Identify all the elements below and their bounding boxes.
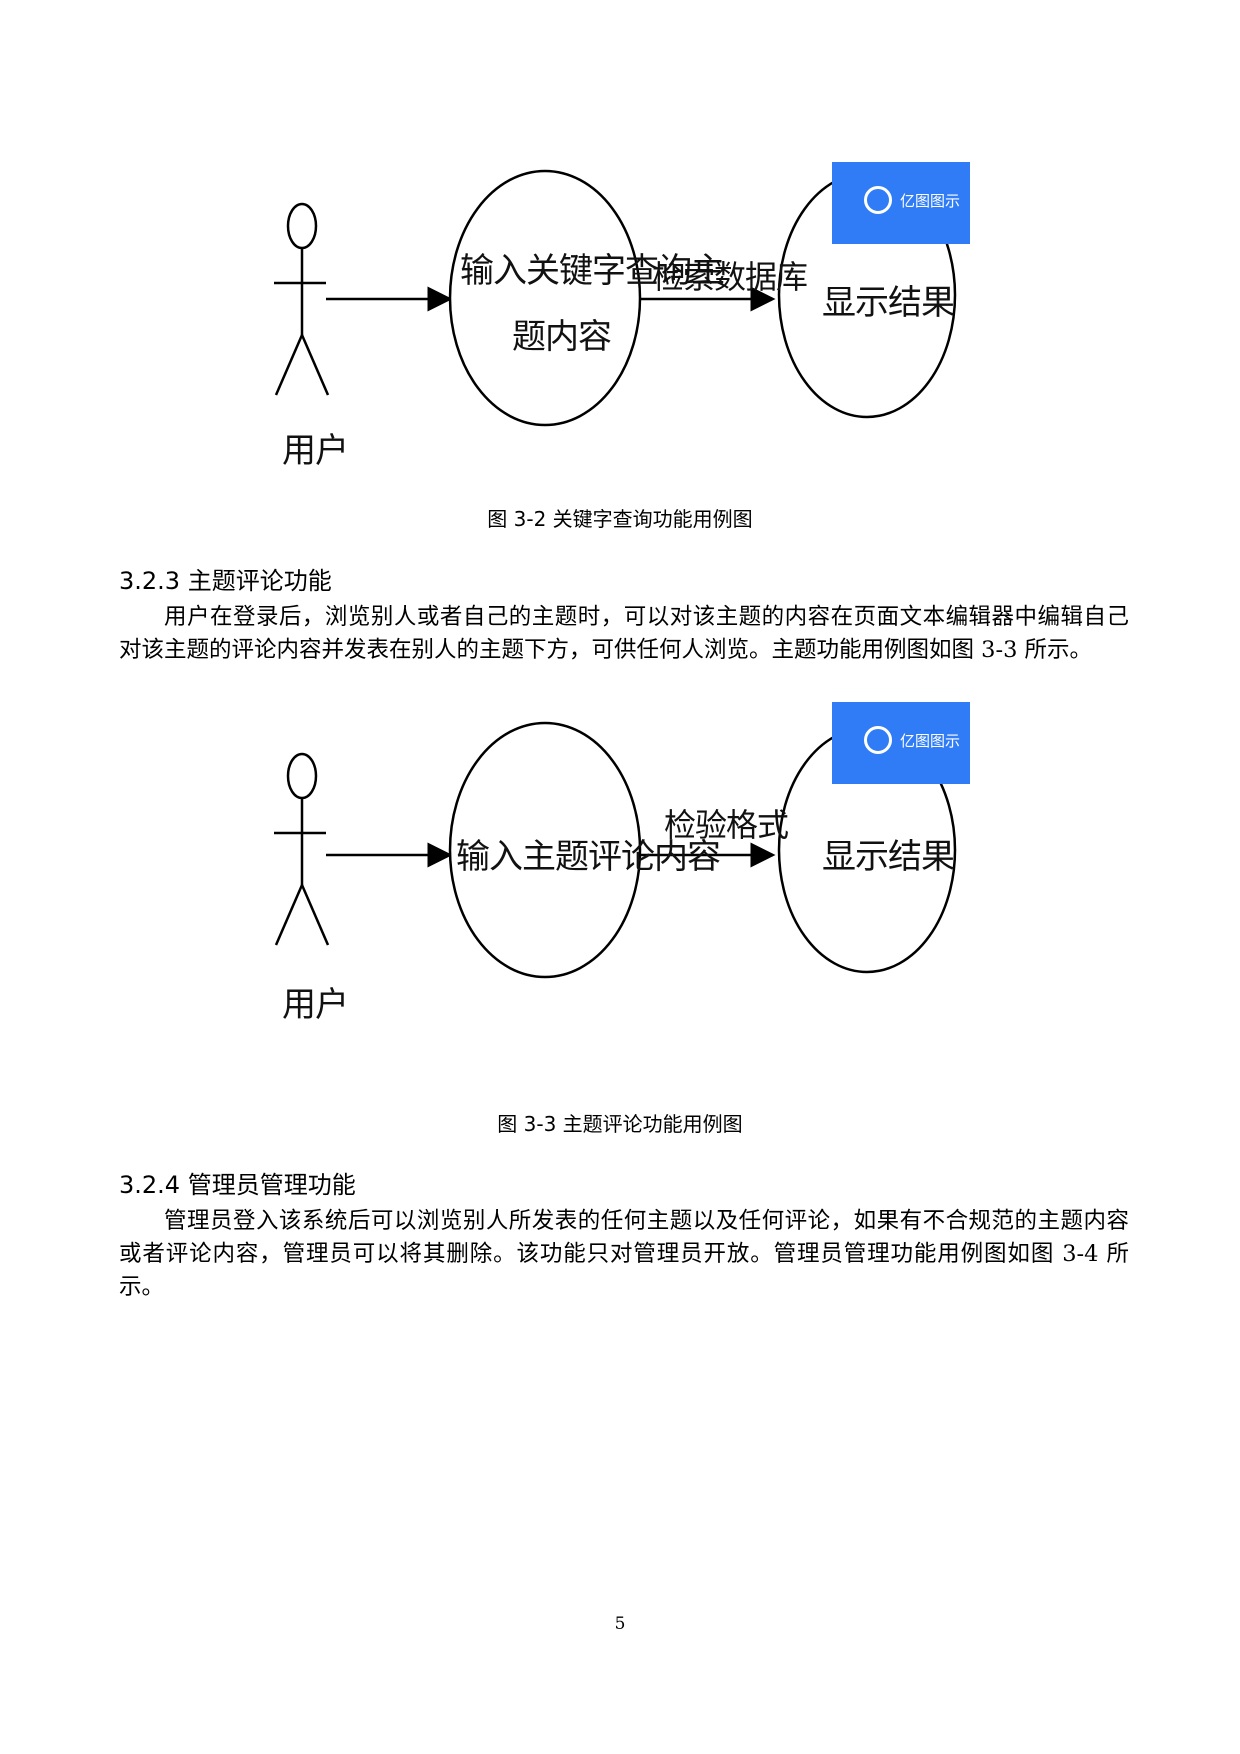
actor-figure-icon xyxy=(274,202,330,396)
page-number: 5 xyxy=(614,1614,626,1634)
figure-3-3-caption: 图 3-3 主题评论功能用例图 xyxy=(497,1112,743,1136)
watermark-badge: 亿图图示 xyxy=(832,702,970,784)
watermark-logo-icon xyxy=(864,726,892,754)
section-heading-323: 3.2.3 主题评论功能 xyxy=(119,567,332,595)
watermark-logo-icon xyxy=(864,186,892,214)
figure-3-3-svg xyxy=(274,721,957,979)
section-heading-324: 3.2.4 管理员管理功能 xyxy=(119,1171,356,1199)
result-label: 显示结果 xyxy=(822,283,955,323)
figure-3-2-diagram: 输入关键字查询主 题内容 检索数据库 显示结果 用户 亿图图示 xyxy=(260,160,980,490)
result-label: 显示结果 xyxy=(822,837,955,877)
watermark-badge: 亿图图示 xyxy=(832,162,970,244)
usecase-circle xyxy=(448,721,642,979)
section-paragraph-324: 管理员登入该系统后可以浏览别人所发表的任何主题以及任何评论，如果有不合规范的主题… xyxy=(119,1208,1129,1300)
figure-3-2-caption: 图 3-2 关键字查询功能用例图 xyxy=(487,507,753,531)
actor-figure-icon xyxy=(274,752,330,946)
arrow-label: 检索数据库 xyxy=(652,258,808,296)
arrow-label: 检验格式 xyxy=(664,806,789,844)
section-paragraph-323: 用户在登录后，浏览别人或者自己的主题时，可以对该主题的内容在页面文本编辑器中编辑… xyxy=(119,604,1129,663)
actor-label: 用户 xyxy=(282,431,349,471)
usecase-label: 输入主题评论内容 xyxy=(456,837,721,877)
watermark-badge-text: 亿图图示 xyxy=(900,192,961,210)
actor-label: 用户 xyxy=(282,985,349,1025)
usecase-label-line1: 输入关键字查询主 xyxy=(460,251,725,291)
watermark-badge-text: 亿图图示 xyxy=(900,732,961,750)
figure-3-3-diagram: 输入主题评论内容 检验格式 显示结果 用户 亿图图示 xyxy=(260,700,980,1030)
usecase-label-line2: 题内容 xyxy=(512,317,612,357)
